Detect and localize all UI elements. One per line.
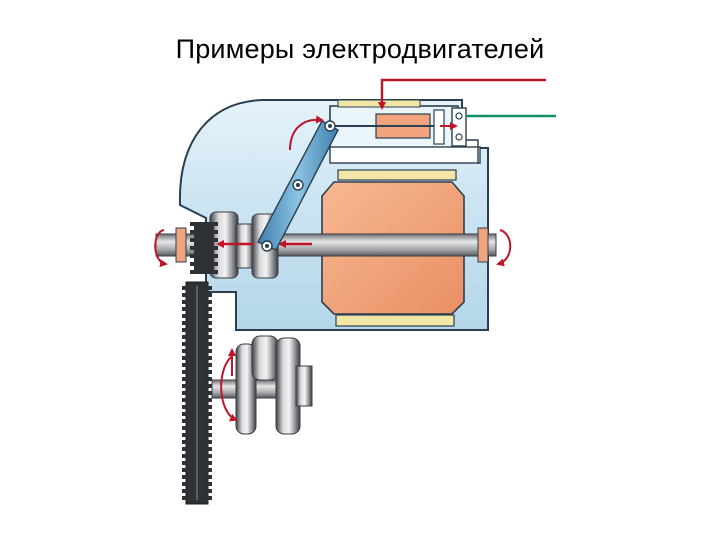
rotation-arrow-left <box>154 229 168 268</box>
flywheel-ring-gear <box>182 281 212 505</box>
field-frame-top <box>329 146 481 164</box>
pinion-gear <box>190 222 218 274</box>
bearing-right <box>477 227 489 263</box>
field-pole-upper <box>337 169 457 181</box>
slide-title: Примеры электродвигателей <box>175 34 545 64</box>
field-pole-top <box>337 99 421 108</box>
lever-swing-arrow <box>289 115 324 151</box>
rotation-arrow-right <box>496 229 512 267</box>
crank-rotation-arrow <box>220 355 238 422</box>
field-wire <box>466 139 479 164</box>
shift-lever <box>257 120 339 252</box>
feed-wire-red <box>378 78 546 110</box>
bearing-left <box>175 227 187 263</box>
terminal-bolt-top <box>455 112 463 120</box>
crankshaft <box>211 335 313 435</box>
terminal-bolt-bottom <box>455 133 463 141</box>
field-pole-lower <box>335 314 455 327</box>
